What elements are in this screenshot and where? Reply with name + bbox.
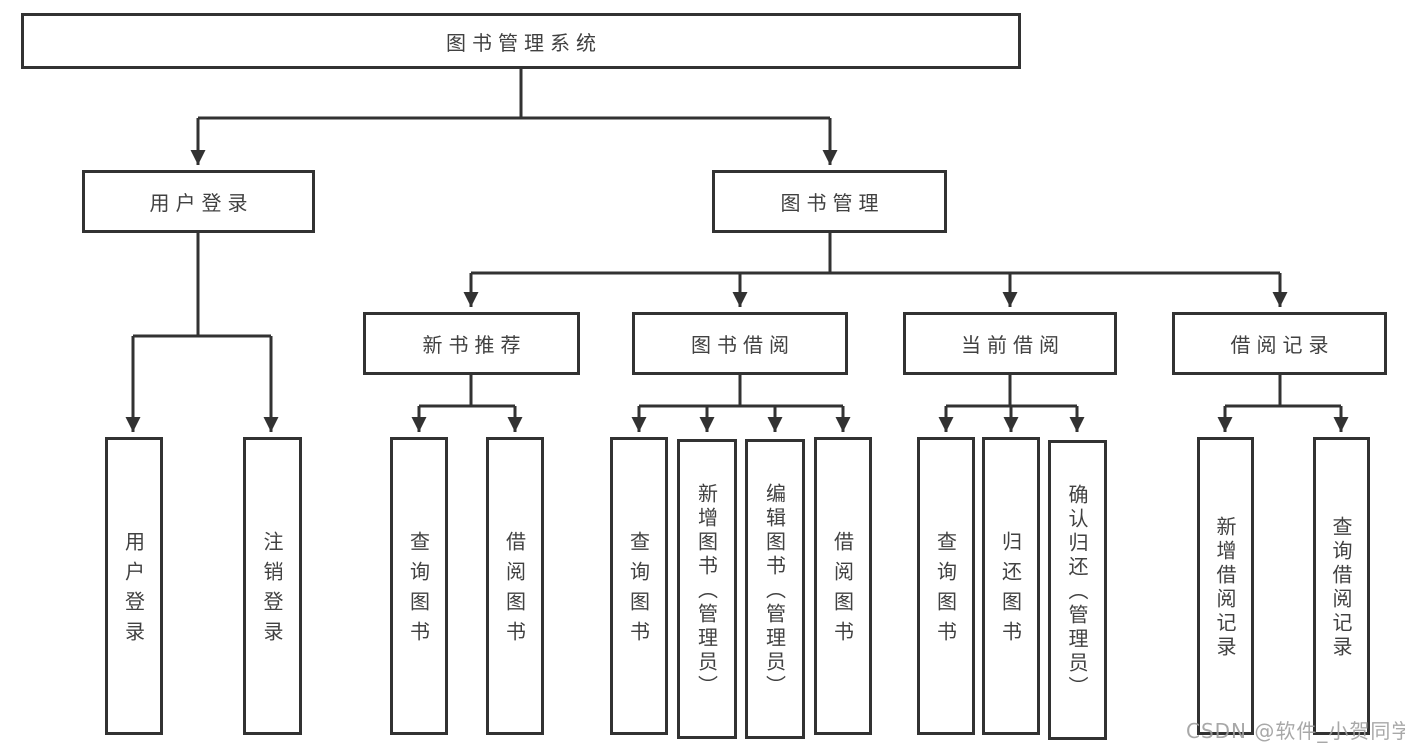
leaf-add-borrow-record: 新增借阅记录	[1197, 437, 1254, 735]
node-label: 用户登录	[121, 531, 146, 651]
node-borrow-records: 借阅记录	[1172, 312, 1387, 375]
leaf-query-books-recommend: 查询图书	[390, 437, 448, 735]
leaf-logout: 注销登录	[243, 437, 302, 735]
node-label: 归还图书	[998, 531, 1023, 651]
node-label: 当前借阅	[961, 333, 1065, 357]
node-label: 图书借阅	[691, 333, 795, 357]
node-book-borrow: 图书借阅	[632, 312, 848, 375]
node-label: 查询图书	[406, 531, 431, 651]
connector-book-borrow	[631, 375, 851, 432]
node-label: 用户登录	[149, 191, 254, 215]
leaf-borrow-books-recommend: 借阅图书	[486, 437, 544, 735]
node-label: 图书管理	[780, 191, 885, 215]
csdn-watermark: CSDN @软件_小贺同学	[1186, 719, 1405, 743]
leaf-add-books-admin: 新增图书（管理员）	[677, 439, 737, 739]
node-label: 新增借阅记录	[1213, 516, 1237, 660]
leaf-borrow-books: 借阅图书	[814, 437, 872, 735]
connector-root	[190, 69, 838, 165]
node-label: 查询借阅记录	[1329, 516, 1353, 660]
node-label: 借阅图书	[830, 531, 855, 651]
connector-new-book-recommend	[411, 375, 523, 432]
node-label: 编辑图书（管理员）	[762, 483, 787, 699]
leaf-edit-books-admin: 编辑图书（管理员）	[745, 439, 805, 739]
leaf-return-books: 归还图书	[982, 437, 1040, 735]
node-label: 查询图书	[626, 531, 651, 651]
leaf-confirm-return-admin: 确认归还（管理员）	[1048, 440, 1107, 740]
node-book-management: 图书管理	[712, 170, 947, 233]
node-current-borrow: 当前借阅	[903, 312, 1117, 375]
connector-current-borrow	[938, 375, 1085, 432]
node-label: 确认归还（管理员）	[1065, 484, 1089, 700]
connector-user-login	[125, 233, 279, 432]
node-label: 注销登录	[260, 531, 284, 651]
node-root: 图书管理系统	[21, 13, 1021, 69]
node-label: 借阅图书	[502, 531, 527, 651]
node-user-login: 用户登录	[82, 170, 315, 233]
node-label: 查询图书	[933, 531, 958, 651]
node-label: 新书推荐	[422, 333, 527, 357]
leaf-query-books-borrow: 查询图书	[610, 437, 668, 735]
leaf-query-books-current: 查询图书	[917, 437, 975, 735]
leaf-user-login: 用户登录	[105, 437, 163, 735]
connector-book-management	[463, 233, 1288, 307]
node-label: 图书管理系统	[446, 30, 602, 55]
leaf-query-borrow-record: 查询借阅记录	[1313, 437, 1370, 735]
node-new-book-recommend: 新书推荐	[363, 312, 580, 375]
node-label: 借阅记录	[1230, 333, 1335, 357]
node-label: 新增图书（管理员）	[694, 483, 719, 699]
connector-borrow-records	[1217, 375, 1349, 432]
